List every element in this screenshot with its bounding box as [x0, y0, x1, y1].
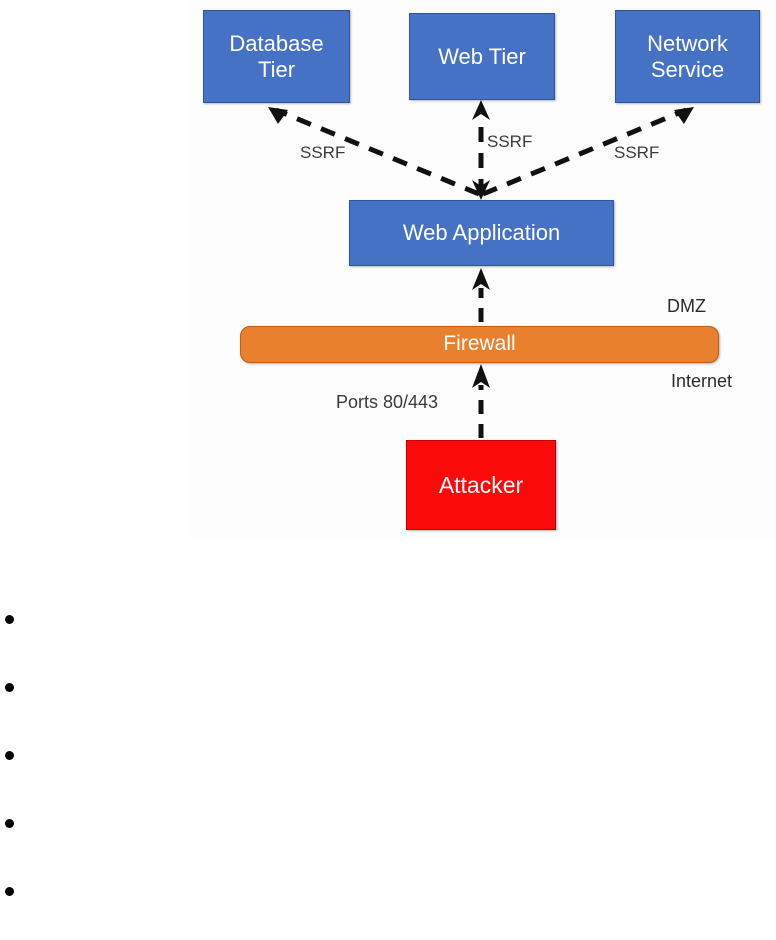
bullet-icon [5, 683, 14, 692]
bullet-icon [5, 819, 14, 828]
list-item [0, 600, 776, 668]
node-web-application-label: Web Application [402, 220, 561, 246]
bullet-icon [5, 751, 14, 760]
connector-webapp-database [268, 107, 480, 197]
list-item [0, 872, 776, 940]
node-network-service-label-line2: Service [650, 56, 725, 82]
node-database-tier[interactable]: Database Tier [203, 10, 350, 103]
edge-label-ports: Ports 80/443 [336, 392, 439, 412]
zone-label-dmz: DMZ [667, 296, 706, 316]
page-root: Database Tier Web Tier Network Service W… [5, 0, 776, 896]
node-database-tier-label-line2: Tier [257, 56, 296, 82]
node-firewall[interactable]: Firewall [240, 326, 719, 363]
node-network-service-label: Network Service [647, 31, 728, 82]
list-item [0, 736, 776, 804]
node-attacker[interactable]: Attacker [406, 440, 556, 530]
edge-label-ssrf-left: SSRF [300, 143, 346, 162]
list-item [0, 668, 776, 736]
bullet-list [0, 600, 776, 940]
bullet-icon [5, 615, 14, 624]
network-diagram: Database Tier Web Tier Network Service W… [190, 0, 776, 538]
node-web-application[interactable]: Web Application [349, 200, 614, 266]
node-database-tier-label-line1: Database [229, 31, 324, 57]
edge-label-ssrf-middle: SSRF [487, 132, 533, 151]
node-web-tier[interactable]: Web Tier [409, 13, 555, 100]
node-firewall-label: Firewall [443, 332, 516, 356]
connector-webapp-webtier [472, 100, 490, 194]
bullet-icon [5, 887, 14, 896]
connector-convergence-arrowhead [472, 180, 490, 200]
node-network-service[interactable]: Network Service [615, 10, 760, 103]
node-network-service-label-line1: Network [647, 31, 728, 57]
connector-webapp-network [482, 107, 694, 197]
connector-attacker-firewall [472, 364, 490, 438]
edge-label-ssrf-right: SSRF [614, 143, 660, 162]
diagram-connectors [268, 100, 694, 438]
node-database-tier-label: Database Tier [229, 31, 323, 82]
connector-firewall-webapp [472, 268, 490, 322]
zone-label-internet: Internet [671, 371, 733, 391]
node-web-tier-label: Web Tier [438, 43, 526, 69]
list-item [0, 804, 776, 872]
node-attacker-label: Attacker [438, 471, 524, 498]
